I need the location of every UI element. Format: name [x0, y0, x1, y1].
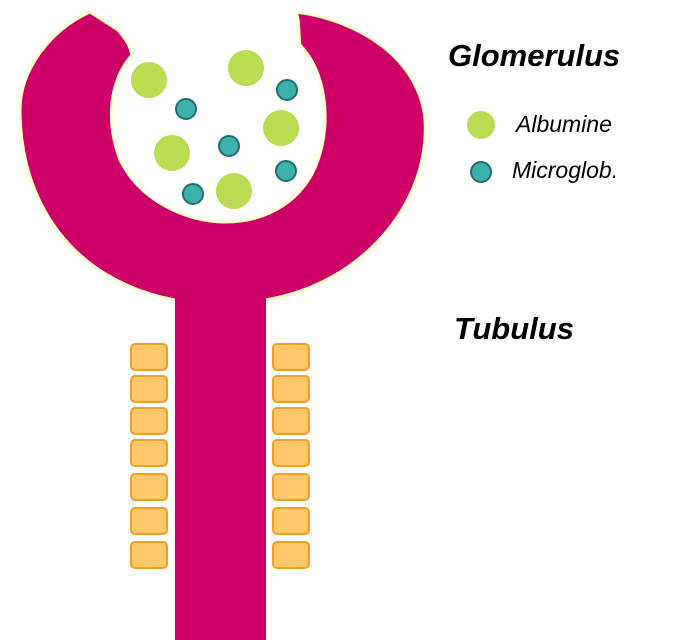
albumine-particle [227, 49, 265, 87]
tubular-cell [131, 344, 167, 370]
microglob-particle [276, 161, 296, 181]
legend-microglob-label: Microglob. [512, 157, 618, 184]
microglob-swatch [470, 161, 492, 183]
tubular-cell [131, 440, 167, 466]
tubular-cell [131, 508, 167, 534]
microglob-particle [219, 136, 239, 156]
tubular-cell [273, 376, 309, 402]
tubular-cell [131, 376, 167, 402]
microglob-particle [183, 184, 203, 204]
tubular-cell [131, 542, 167, 568]
legend-albumine-label: Albumine [516, 111, 612, 138]
albumine-swatch [465, 109, 497, 141]
albumine-particle [130, 61, 168, 99]
glomerulus-label: Glomerulus [448, 38, 620, 74]
tubular-cells-left [131, 344, 167, 568]
tubulus-shaft [175, 296, 266, 640]
tubular-cell [273, 344, 309, 370]
tubular-cells-right [273, 344, 309, 568]
albumine-particle [215, 172, 253, 210]
tubular-cell [273, 440, 309, 466]
tubular-cell [273, 408, 309, 434]
tubulus-label: Tubulus [454, 311, 574, 347]
microglob-particle [176, 99, 196, 119]
albumine-particles [130, 49, 300, 210]
tubular-cell [131, 408, 167, 434]
glomerulus-capsule [20, 12, 425, 300]
albumine-particle [262, 109, 300, 147]
tubular-cell [273, 542, 309, 568]
albumine-particle [153, 134, 191, 172]
legend-item-albumine: Albumine [462, 109, 662, 139]
microglob-particle [277, 80, 297, 100]
legend-item-microglob: Microglob. [462, 157, 667, 187]
tubular-cell [131, 474, 167, 500]
tubular-cell [273, 508, 309, 534]
tubular-cell [273, 474, 309, 500]
